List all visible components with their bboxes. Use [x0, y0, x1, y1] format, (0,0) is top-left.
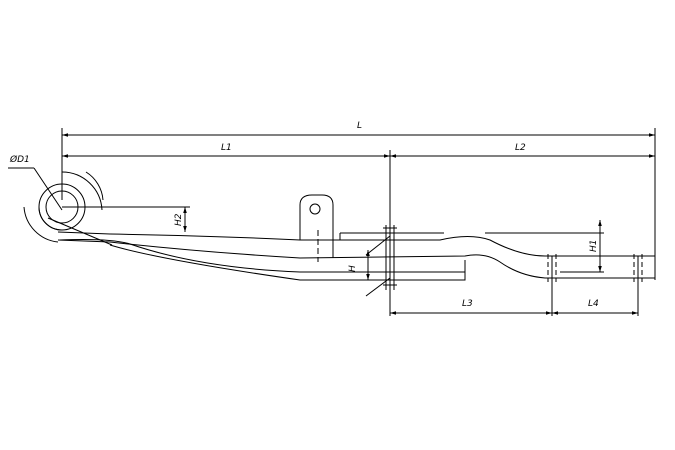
third-leaf [109, 244, 466, 281]
spring-eye [23, 168, 113, 246]
center-clamp [299, 194, 444, 262]
label-L: L [357, 121, 362, 131]
label-L2: L2 [515, 143, 526, 153]
label-H1: H1 [589, 240, 599, 253]
label-H2: H2 [174, 213, 184, 226]
label-L3: L3 [462, 299, 473, 309]
label-H: H [348, 265, 358, 272]
end-holes [547, 254, 643, 282]
label-eye-diameter: ØD1 [9, 154, 30, 165]
center-bolt [365, 225, 397, 297]
label-L4: L4 [588, 299, 599, 309]
second-leaf [59, 239, 466, 273]
main-leaf [57, 231, 656, 279]
label-L1: L1 [221, 143, 232, 153]
